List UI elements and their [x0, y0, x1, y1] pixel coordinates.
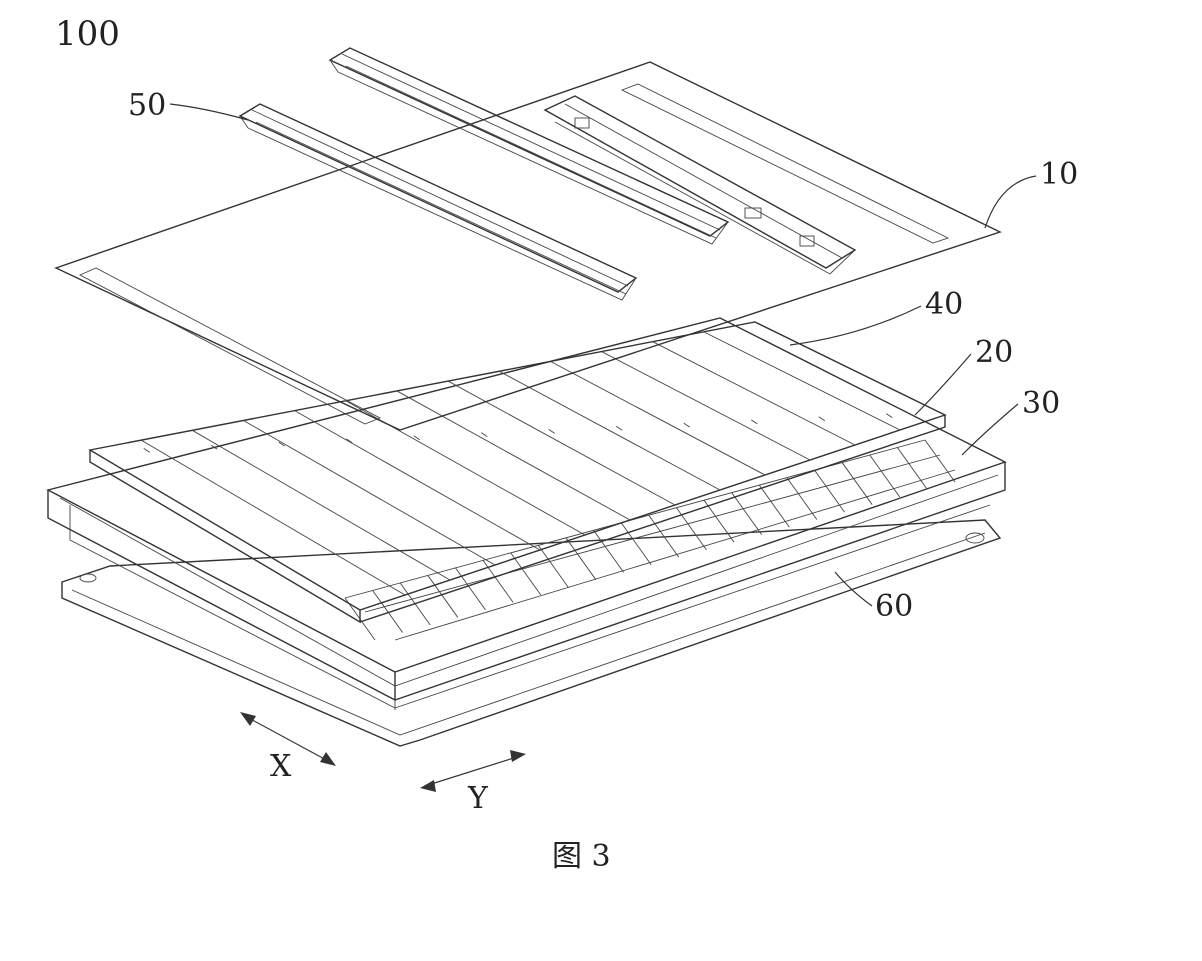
axis-y-indicator: Y [420, 750, 526, 816]
cell-separator [566, 538, 596, 580]
module-bar-line [550, 361, 765, 475]
module-bar-line [704, 332, 900, 430]
cell-separator [676, 508, 706, 550]
module-bar-line [141, 440, 405, 595]
module-bar-line [295, 411, 540, 550]
label-plate: 40 [925, 287, 963, 322]
label-tray: 30 [1022, 386, 1060, 421]
cell-separator [925, 440, 955, 482]
cell-row [345, 440, 955, 640]
cell-separator [594, 530, 624, 572]
plate-tick [144, 448, 150, 452]
tray-30 [48, 318, 1005, 710]
axis-x-indicator: X [240, 712, 336, 784]
callout-20: 20 [915, 335, 1013, 415]
module-bar-line [243, 420, 495, 565]
plate-tick [819, 417, 825, 421]
cell-separator [511, 553, 541, 595]
lid-10 [56, 62, 1000, 430]
callout-50: 50 [128, 88, 248, 123]
plate-tick [751, 420, 757, 424]
plate-tick [684, 423, 690, 427]
module-bar-line [397, 391, 630, 520]
module-bar-line [499, 371, 720, 490]
label-cell-module: 20 [975, 335, 1013, 370]
cell-separator [483, 560, 513, 602]
plate-tick [616, 426, 622, 430]
plate-tick [886, 414, 892, 418]
module-bar-line [192, 430, 450, 580]
label-lid: 10 [1040, 157, 1078, 192]
cell-separator [870, 455, 900, 497]
assembly-label: 100 [55, 14, 120, 54]
callout-30: 30 [962, 386, 1060, 455]
cell-separator [621, 523, 651, 565]
module-bar-line [448, 381, 675, 505]
axis-y-label: Y [467, 781, 489, 816]
label-base-plate: 60 [875, 589, 913, 624]
label-100: 100 [55, 14, 120, 54]
cell-separator [538, 545, 568, 587]
callout-60: 60 [835, 572, 913, 624]
cell-separator [732, 493, 762, 535]
cell-separator [787, 478, 817, 520]
axis-x-label: X [270, 749, 292, 784]
base-plate-60 [62, 520, 1000, 746]
callout-40: 40 [790, 287, 963, 345]
label-rails: 50 [128, 88, 166, 123]
figure-caption: 图 3 [552, 839, 611, 874]
callout-10: 10 [985, 157, 1078, 228]
plate-tick [481, 433, 487, 437]
cell-separator [842, 463, 872, 505]
plate-tick [549, 429, 555, 433]
cell-separator [815, 470, 845, 512]
rails-50 [240, 48, 855, 300]
cell-separator [759, 485, 789, 527]
